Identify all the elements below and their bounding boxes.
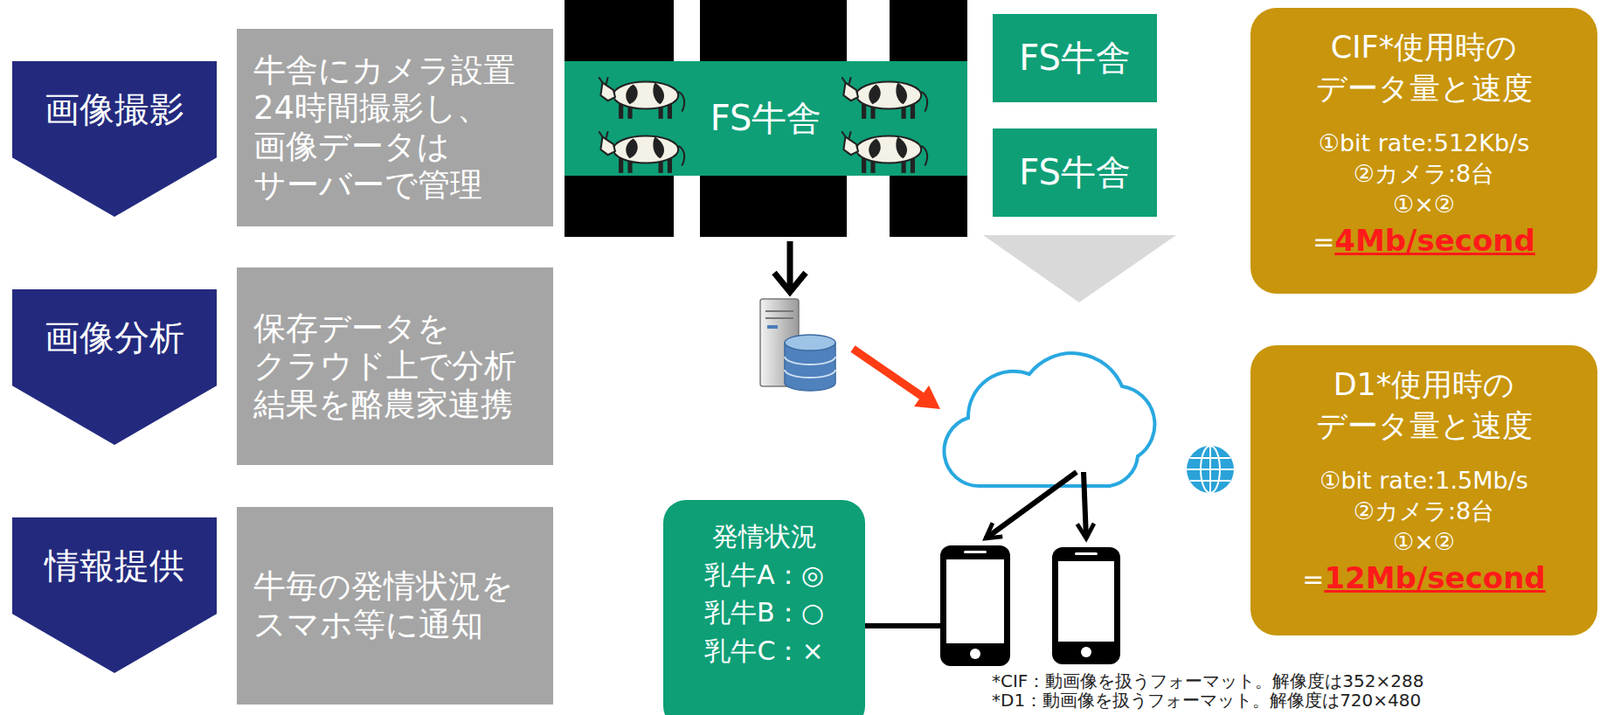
arrow: [985, 471, 1077, 539]
box-text: ①bit rate:1.5Mb/s: [1319, 464, 1529, 496]
footnote: *CIF：動画像を扱うフォーマット。解像度は352×288: [991, 671, 1424, 691]
data-rate-box: D1*使用時の データ量と速度 ①bit rate:1.5Mb/s②カメラ:8台①…: [1250, 345, 1598, 636]
box-text: ①×②: [1392, 188, 1455, 220]
step-description: 牛舎にカメラ設置 24時間撮影し、 画像データは サーバーで管理: [236, 28, 554, 227]
barn-box: FS牛舎: [564, 0, 968, 237]
box-text: ②カメラ:8台: [1353, 495, 1495, 527]
server-icon: [760, 298, 836, 391]
chevron-shape: [12, 61, 217, 217]
cow-illustration: [598, 76, 685, 119]
box-text: ①bit rate:512Kb/s: [1318, 127, 1531, 159]
box-text: FS牛舎: [1018, 148, 1131, 197]
box-text: =: [1312, 226, 1335, 257]
box-heading: 発情状況: [712, 517, 818, 556]
globe-icon: [1186, 445, 1234, 493]
smartphone-icon: [940, 545, 1011, 666]
footnote: *D1：動画像を扱うフォーマット。解像度は720×480: [991, 690, 1424, 710]
box-text: 牛舎にカメラ設置 24時間撮影し、 画像データは サーバーで管理: [253, 51, 543, 205]
box-text: FS牛舎: [710, 94, 823, 143]
barn-box: FS牛舎: [992, 13, 1157, 103]
chevron-shape: [12, 517, 217, 673]
data-rate-box: CIF*使用時の データ量と速度 ①bit rate:512Kb/s②カメラ:8台…: [1250, 7, 1598, 294]
barn-floor: [564, 61, 968, 176]
status-line: 乳牛B：○: [704, 593, 825, 632]
cloud-icon: [943, 353, 1155, 486]
footnotes: *CIF：動画像を扱うフォーマット。解像度は352×288*D1：動画像を扱うフ…: [991, 671, 1424, 710]
step-label: 画像撮影: [44, 88, 185, 131]
arrow-head: [914, 385, 941, 409]
box-text: ①×②: [1392, 526, 1455, 557]
arrow-head: [774, 272, 806, 292]
step-arrow: 情報提供: [12, 517, 217, 673]
step-arrow: 画像分析: [12, 289, 217, 445]
step-label: 画像分析: [44, 316, 185, 359]
box-text: 牛毎の発情状況を スマホ等に通知: [253, 567, 543, 644]
step-arrow: 画像撮影: [12, 61, 217, 217]
result-value: 12Mb/second: [1323, 560, 1545, 596]
result-row: =12Mb/second: [1302, 560, 1545, 596]
step-description: 保存データを クラウド上で分析 結果を酪農家連携: [236, 267, 554, 465]
arrow: [852, 348, 923, 397]
cow-illustration: [841, 131, 928, 174]
result-row: =4Mb/second: [1312, 222, 1536, 258]
status-line: 乳牛C：×: [704, 631, 824, 671]
cow-illustration: [598, 76, 928, 174]
smartphone-icon: [1052, 547, 1121, 665]
box-text: ②カメラ:8台: [1353, 158, 1495, 189]
step-label: 情報提供: [44, 544, 185, 587]
cow-illustration: [841, 76, 928, 119]
arrow: [787, 241, 794, 289]
chevron-shape: [12, 289, 217, 445]
flow-triangle: [983, 235, 1177, 303]
chevron-shape: [12, 289, 217, 445]
result-value: 4Mb/second: [1334, 222, 1536, 258]
box-text: FS牛舎: [1018, 34, 1131, 83]
camera-tiles: [564, 0, 968, 237]
barn-box: FS牛舎: [992, 128, 1157, 217]
box-text: 保存データを クラウド上で分析 結果を酪農家連携: [253, 309, 543, 424]
box-heading: CIF*使用時の データ量と速度: [1267, 27, 1580, 111]
arrow: [1083, 471, 1087, 539]
step-description: 牛毎の発情状況を スマホ等に通知: [236, 506, 554, 705]
box-heading: D1*使用時の データ量と速度: [1267, 364, 1580, 448]
link-line: [865, 623, 941, 629]
chevron-shape: [12, 61, 217, 217]
cow-illustration: [598, 131, 685, 174]
chevron-shape: [12, 517, 217, 673]
box-text: =: [1302, 563, 1324, 595]
status-box: 発情状況乳牛A：◎乳牛B：○乳牛C：×: [663, 499, 866, 715]
status-line: 乳牛A：◎: [704, 555, 825, 595]
